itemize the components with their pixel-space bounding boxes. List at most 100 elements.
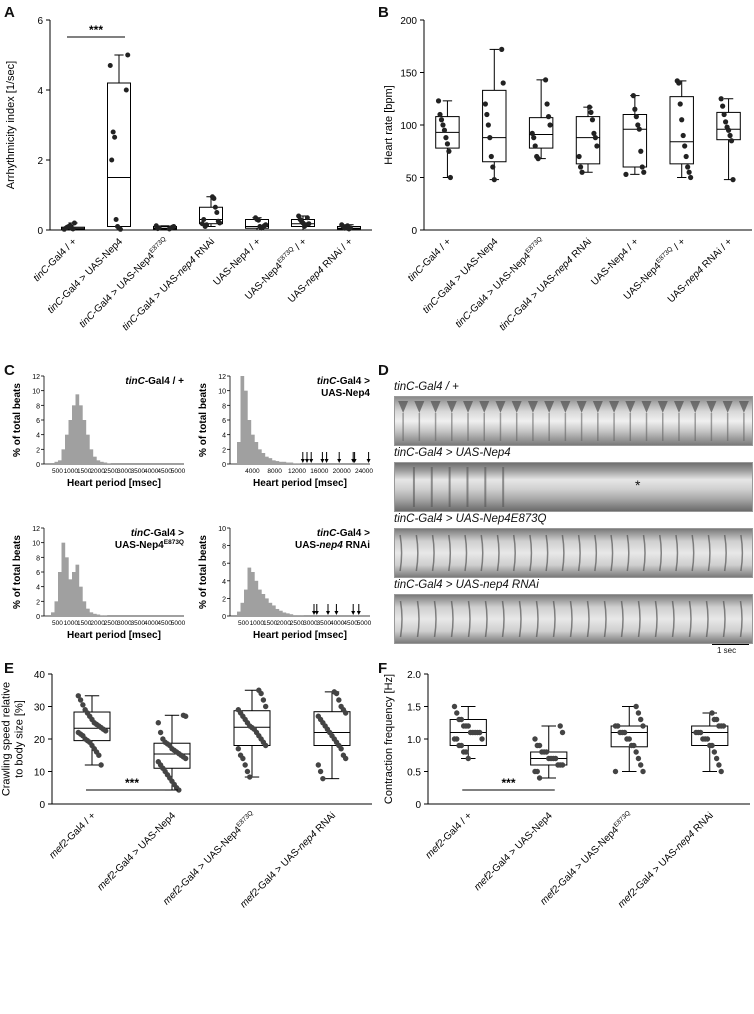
data-point bbox=[728, 138, 735, 144]
significance-stars: *** bbox=[89, 23, 103, 37]
arrow-marker-head bbox=[312, 611, 316, 615]
y-tick-label: 2 bbox=[37, 156, 43, 167]
data-point bbox=[247, 774, 253, 780]
histogram-bin bbox=[268, 602, 273, 616]
histogram-bin bbox=[251, 434, 255, 464]
y-tick-label: 20 bbox=[34, 735, 46, 746]
beat-contraction bbox=[545, 534, 549, 572]
data-point bbox=[211, 196, 217, 201]
data-point bbox=[255, 217, 261, 223]
x-tick-label: 8000 bbox=[267, 468, 282, 475]
beat-contraction bbox=[446, 401, 457, 413]
x-tick-label: 16000 bbox=[310, 468, 328, 475]
histogram-bin bbox=[289, 462, 294, 464]
data-point bbox=[633, 749, 639, 755]
data-point bbox=[437, 111, 443, 118]
data-point bbox=[123, 87, 129, 93]
histogram-bin bbox=[54, 601, 59, 616]
x-tick-label: 1500 bbox=[77, 468, 92, 475]
histogram-bin bbox=[282, 461, 287, 464]
histogram-bin bbox=[61, 542, 66, 616]
x-tick-label: 3000 bbox=[117, 620, 132, 627]
x-tick-label: 500 bbox=[52, 620, 63, 627]
histogram-bin bbox=[279, 610, 283, 616]
beat-contraction bbox=[450, 600, 454, 638]
histogram-bin bbox=[107, 463, 111, 464]
y-tick-label: 4 bbox=[36, 585, 40, 592]
data-point bbox=[112, 134, 118, 140]
x-tick-label: 4500 bbox=[343, 620, 358, 627]
histogram-title: tinC-Gal4 >UAS-Nep4E873Q bbox=[115, 528, 184, 551]
y-tick-label: 12 bbox=[218, 374, 226, 381]
panel-label-e: E bbox=[4, 660, 15, 677]
beat-contraction bbox=[705, 600, 709, 638]
data-point bbox=[626, 736, 632, 742]
histogram-bin bbox=[282, 612, 287, 616]
y-tick-label: 10 bbox=[218, 389, 226, 396]
data-point bbox=[451, 703, 458, 710]
kymograph-title-4: tinC-Gal4 > UAS-nep4 RNAi bbox=[394, 579, 539, 591]
y-tick-label: 4 bbox=[36, 433, 40, 440]
category-label-tinc-gal4-uas-nep4-rnai: tinC-Gal4 > UAS-nep4 RNAi bbox=[497, 236, 594, 333]
x-axis-label: Heart period [msec] bbox=[253, 478, 347, 489]
beat-contraction bbox=[511, 401, 522, 413]
data-point bbox=[443, 135, 449, 141]
y-tick-label: 10 bbox=[32, 541, 40, 548]
histogram-bin bbox=[72, 572, 76, 616]
data-point bbox=[446, 148, 452, 154]
histogram-bin bbox=[100, 461, 104, 464]
y-tick-label: 8 bbox=[222, 403, 226, 410]
y-tick-label: 30 bbox=[34, 703, 46, 714]
data-point bbox=[98, 762, 104, 768]
data-point bbox=[438, 117, 445, 123]
x-tick-label: 2500 bbox=[104, 620, 119, 627]
data-point bbox=[201, 217, 207, 222]
histogram-bin bbox=[261, 594, 266, 616]
beat-contraction bbox=[675, 534, 679, 572]
x-tick-label: 24000 bbox=[355, 468, 373, 475]
arrow-marker-head bbox=[356, 611, 361, 615]
data-point bbox=[577, 164, 584, 170]
data-point bbox=[632, 106, 638, 112]
x-tick-label: 5000 bbox=[357, 620, 372, 627]
data-point bbox=[485, 122, 491, 128]
kymograph-title-2: tinC-Gal4 > UAS-Nep4 bbox=[394, 447, 511, 459]
x-tick-label: 4000 bbox=[330, 620, 345, 627]
beat-contraction bbox=[569, 600, 573, 638]
data-point bbox=[125, 52, 131, 58]
y-tick-label: 0 bbox=[415, 800, 421, 811]
histogram-bin bbox=[75, 394, 80, 464]
data-point bbox=[720, 103, 726, 109]
data-point bbox=[262, 742, 269, 749]
x-tick-label: 3500 bbox=[317, 620, 332, 627]
panel-label-a: A bbox=[4, 4, 15, 21]
y-tick-label: 0 bbox=[36, 614, 40, 621]
x-tick-label: 2000 bbox=[90, 620, 105, 627]
beat-contraction bbox=[659, 534, 662, 572]
data-point bbox=[557, 723, 563, 729]
histogram-bin bbox=[89, 449, 94, 464]
data-point bbox=[458, 716, 465, 723]
category-label-uas-nep4: UAS-Nep4 / + bbox=[212, 236, 264, 288]
category-label-tinc-gal4-uas-nep4e873q: tinC-Gal4 > UAS-Nep4E873Q bbox=[77, 236, 172, 331]
beat-contraction bbox=[723, 534, 727, 572]
category-label-mef2-gal4-uas-nep4-rnai: mef2-Gal4 > UAS-nep4 RNAi bbox=[616, 810, 716, 910]
data-point bbox=[441, 127, 448, 133]
x-axis-label: Heart period [msec] bbox=[253, 630, 347, 641]
beat-contraction bbox=[495, 401, 506, 413]
y-tick-label: 6 bbox=[36, 570, 40, 577]
beat-contraction bbox=[518, 600, 522, 638]
y-tick-label: 4 bbox=[222, 433, 226, 440]
arrow-marker-head bbox=[300, 459, 305, 463]
beat-contraction bbox=[592, 401, 603, 413]
arrest-asterisk: * bbox=[635, 477, 641, 493]
y-tick-label: 0 bbox=[411, 226, 417, 237]
data-point bbox=[579, 169, 585, 175]
category-label-mef2-gal4: mef2-Gal4 / + bbox=[47, 810, 98, 861]
histogram-bin bbox=[254, 580, 259, 616]
data-point bbox=[113, 217, 119, 222]
x-tick-label: 4500 bbox=[157, 468, 172, 475]
data-point bbox=[725, 127, 732, 133]
y-tick-label: 4 bbox=[37, 86, 43, 97]
histogram-bin bbox=[254, 442, 259, 464]
